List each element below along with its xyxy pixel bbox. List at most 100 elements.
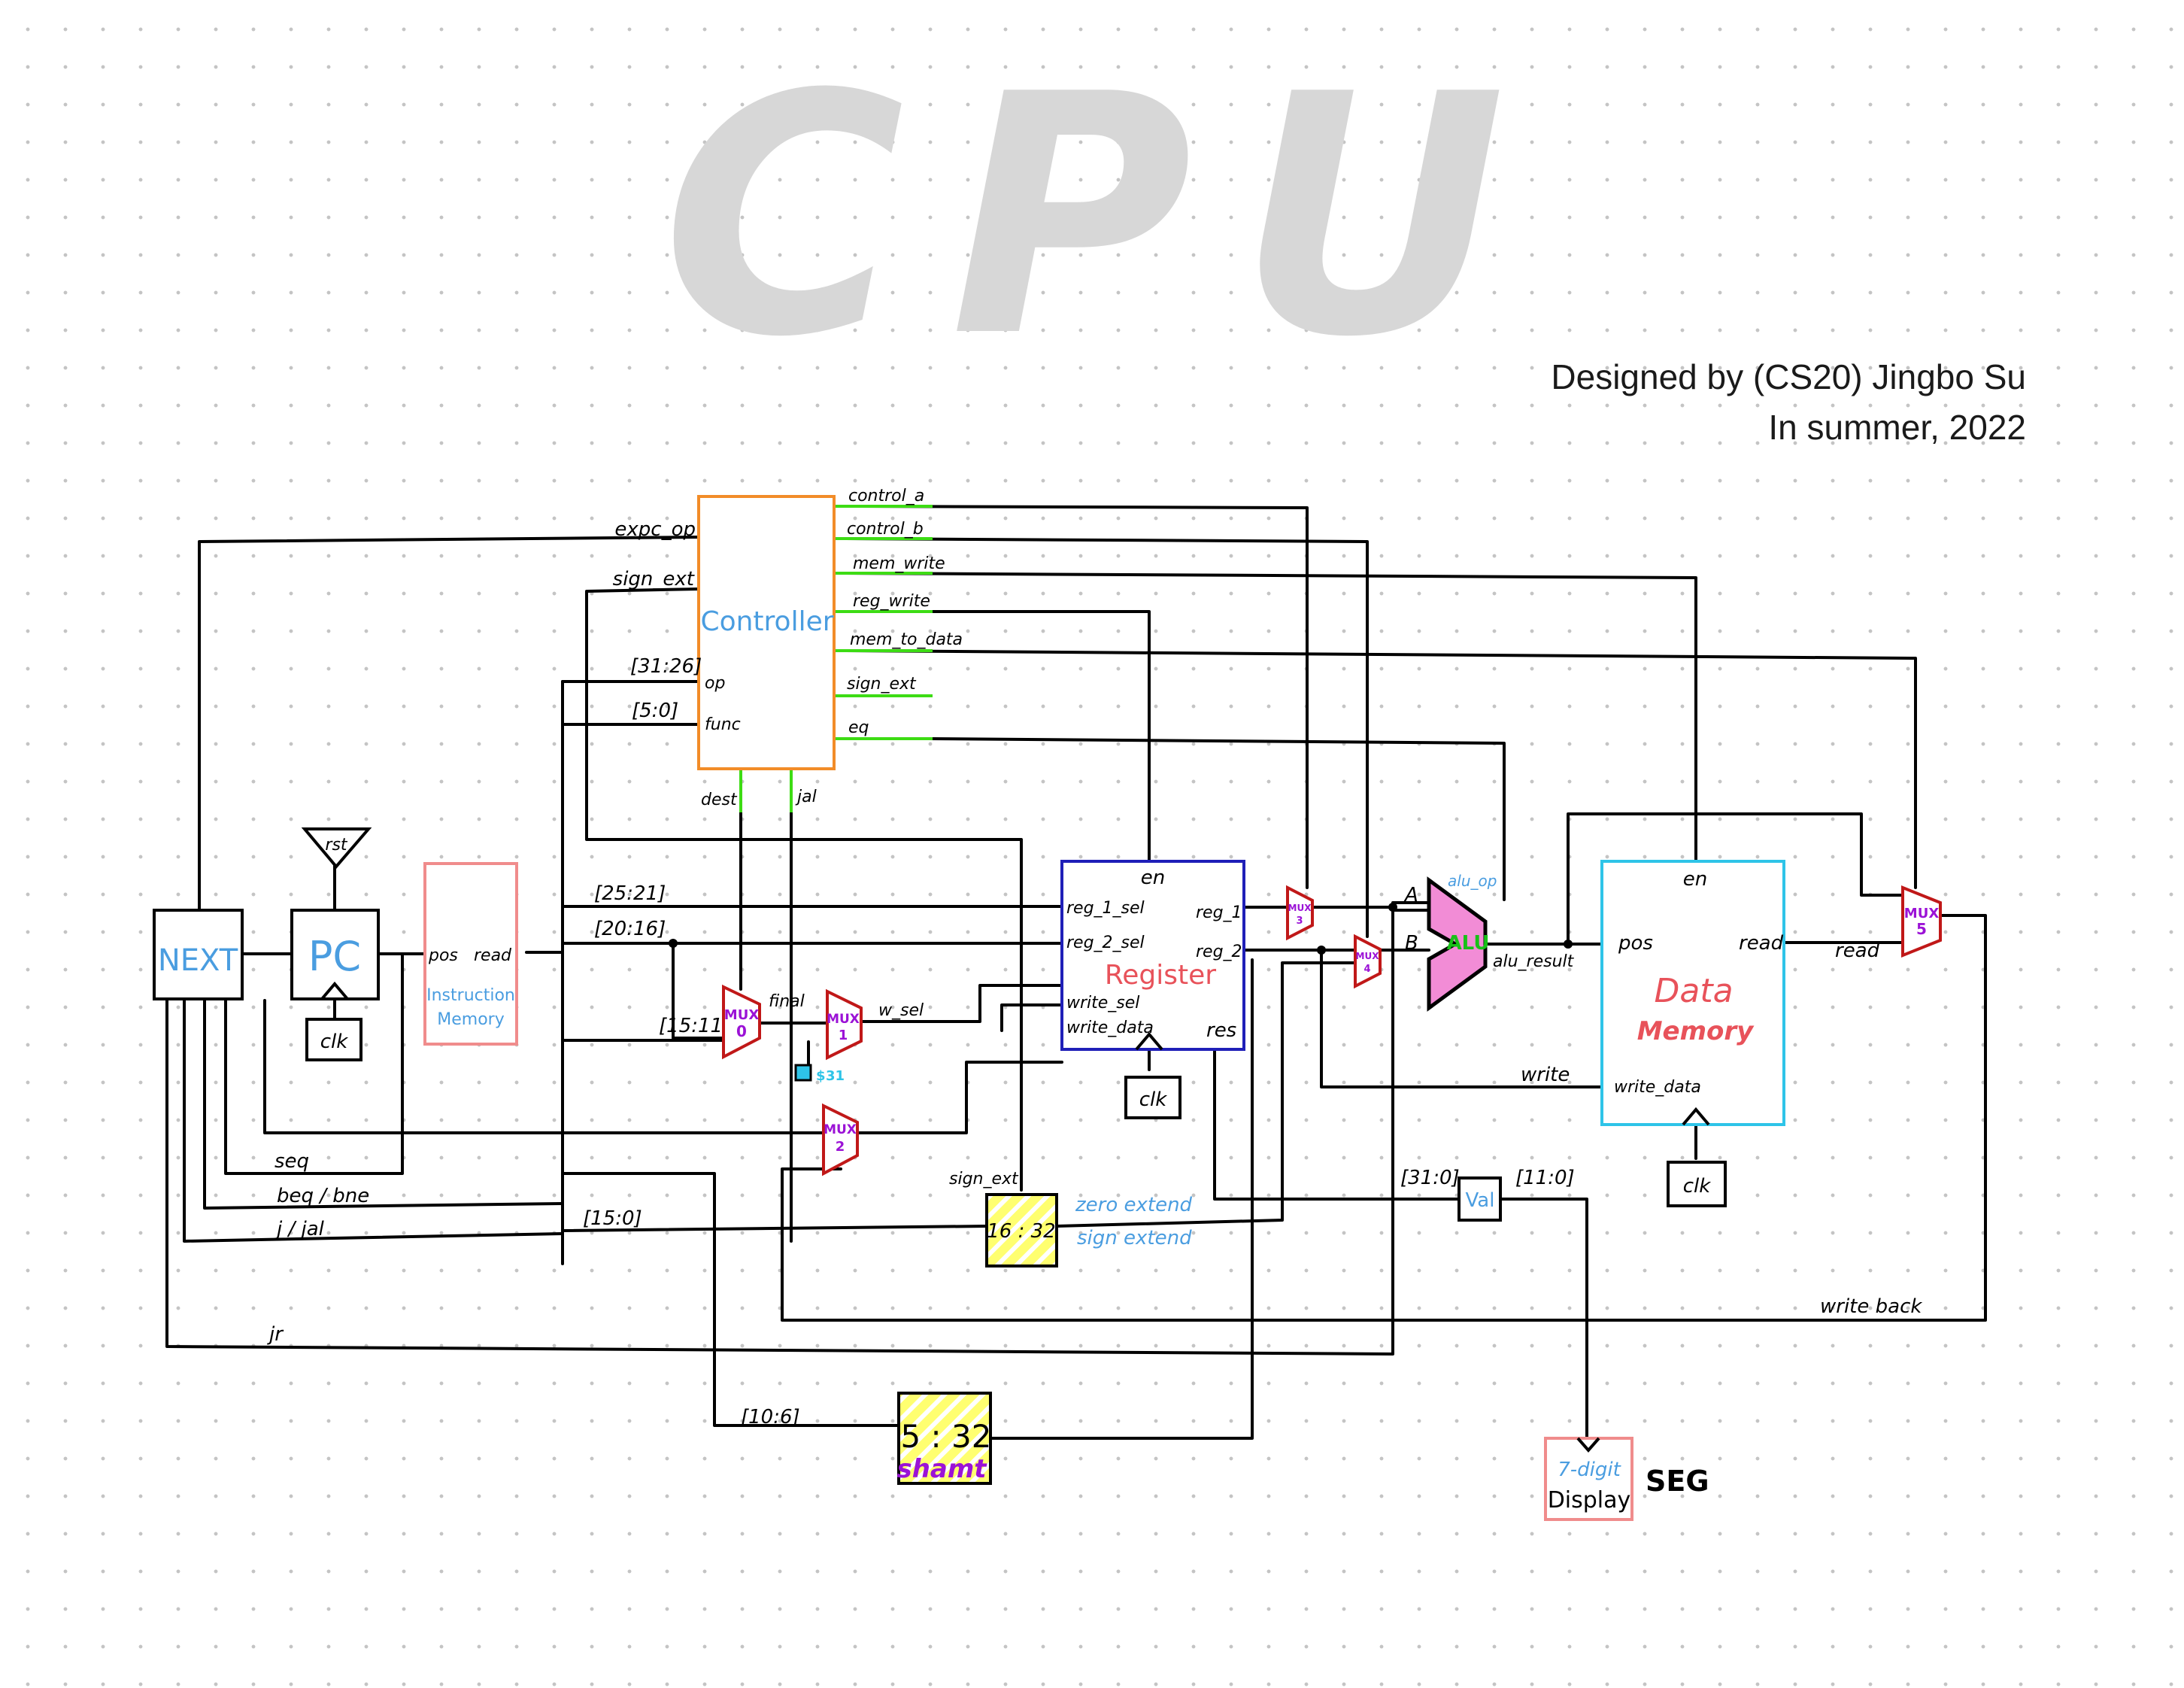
alu-a: A bbox=[1403, 884, 1418, 906]
pc-clock-edge-icon bbox=[320, 981, 349, 1000]
shamt-ratio: 5 : 32 bbox=[900, 1418, 991, 1455]
display-unit: 7-digit Display SEG bbox=[1544, 1437, 1709, 1521]
wire-w-sel bbox=[860, 984, 1063, 1023]
mux-2: MUX 2 bbox=[822, 1103, 859, 1176]
alu-op: alu_op bbox=[1448, 872, 1497, 890]
register-write-sel: write_sel bbox=[1066, 994, 1139, 1012]
label-control-b: control_b bbox=[847, 520, 924, 539]
controller-op: op bbox=[705, 674, 725, 693]
mux-4: MUX 4 bbox=[1354, 934, 1382, 989]
mux-1: MUX 1 bbox=[826, 988, 863, 1061]
wire-write-data-lead bbox=[1000, 1003, 1063, 1032]
register-file: en reg_1_sel reg_2_sel write_sel write_d… bbox=[1060, 860, 1245, 1119]
data-memory: en pos read write_data Data Memory clk bbox=[1600, 860, 1785, 1207]
register-write-data: write_data bbox=[1066, 1019, 1154, 1037]
svg-text:3: 3 bbox=[1296, 915, 1303, 927]
wire-ext-mux4 bbox=[1055, 961, 1357, 1228]
wire-jr bbox=[165, 909, 1394, 1356]
wire-mem-write bbox=[845, 572, 1697, 863]
label-sign-ext-out: sign_ext bbox=[847, 675, 917, 694]
dmem-clock-edge-icon bbox=[1682, 1107, 1710, 1126]
alu-b: B bbox=[1405, 932, 1418, 955]
svg-text:4: 4 bbox=[1363, 964, 1370, 975]
label-expc-op: expc_op bbox=[614, 518, 696, 541]
register-reg2-sel: reg_2_sel bbox=[1066, 934, 1145, 952]
label-final: final bbox=[769, 992, 805, 1011]
svg-text:MUX: MUX bbox=[1288, 903, 1312, 913]
label-write: write bbox=[1521, 1064, 1570, 1086]
imem-name-1: Instruction bbox=[426, 986, 515, 1005]
val-label: Val bbox=[1466, 1189, 1495, 1212]
bits-rd: [15:11] bbox=[659, 1015, 730, 1037]
label-read-out: read bbox=[1835, 940, 1880, 962]
label-eq: eq bbox=[848, 718, 869, 737]
imem-read: read bbox=[474, 946, 512, 965]
register-reg1-sel: reg_1_sel bbox=[1066, 899, 1145, 918]
bits-func: [5:0] bbox=[632, 700, 678, 722]
wire-expc-op bbox=[198, 536, 700, 912]
wire-beq-bne bbox=[203, 999, 564, 1210]
mux-3: MUX 3 bbox=[1286, 885, 1314, 941]
svg-text:MUX: MUX bbox=[827, 1012, 860, 1027]
bits-rt: [20:16] bbox=[594, 918, 666, 940]
wire-val-display bbox=[1499, 1198, 1588, 1440]
wire-mem-to-data bbox=[845, 649, 1917, 889]
svg-text:5: 5 bbox=[1916, 920, 1927, 938]
display-line2: Display bbox=[1548, 1487, 1631, 1513]
controller: Controller op func dest jal expc_op sign… bbox=[613, 495, 836, 809]
pc-label: PC bbox=[308, 933, 361, 980]
svg-text:31: 31 bbox=[826, 1068, 845, 1084]
dmem-name-2: Memory bbox=[1637, 1016, 1755, 1046]
wire-write bbox=[1320, 949, 1603, 1088]
register-reg1: reg_1 bbox=[1196, 903, 1242, 922]
wire-write-back bbox=[781, 914, 1987, 1322]
wire-labels: seq beq / bne j / jal jr write read writ… bbox=[267, 940, 1922, 1346]
dmem-pos: pos bbox=[1618, 932, 1653, 955]
extend-sign-ext-label: sign_ext bbox=[949, 1170, 1019, 1189]
label-j-jal: j / jal bbox=[275, 1218, 325, 1240]
label-beq-bne: beq / bne bbox=[277, 1185, 369, 1207]
label-control-a: control_a bbox=[848, 487, 924, 505]
next-label: NEXT bbox=[158, 943, 238, 978]
wire-j-jal bbox=[183, 999, 564, 1243]
controller-dest: dest bbox=[701, 791, 738, 809]
wire-alu-mux5 bbox=[1567, 812, 1904, 946]
label-w-sel: w_sel bbox=[878, 1001, 924, 1020]
wire-seq bbox=[224, 952, 404, 1175]
label-jr: jr bbox=[267, 1323, 284, 1346]
svg-text:0: 0 bbox=[736, 1022, 747, 1040]
extend-unit: 16 : 32 sign_ext zero extend sign extend bbox=[949, 1170, 1193, 1268]
svg-text:$: $ bbox=[816, 1068, 826, 1084]
wire-reg1 bbox=[1242, 906, 1439, 912]
wire-shamt-in bbox=[561, 1172, 900, 1427]
pc-rst: rst bbox=[325, 836, 348, 855]
label-sign-ext-in: sign_ext bbox=[613, 568, 695, 590]
val-unit: Val bbox=[1458, 1176, 1502, 1222]
pc-clk: clk bbox=[320, 1031, 349, 1053]
dmem-write-data: write_data bbox=[1614, 1078, 1701, 1097]
junctions bbox=[669, 903, 1573, 955]
wire-reg-write bbox=[845, 610, 1151, 863]
register-clock-edge-icon bbox=[1135, 1031, 1163, 1051]
alu: ALU alu_op alu_result A B bbox=[1403, 872, 1575, 1012]
imem-pos: pos bbox=[428, 946, 458, 965]
shamt-unit: 5 : 32 shamt bbox=[896, 1392, 992, 1485]
svg-text:MUX: MUX bbox=[1356, 951, 1380, 961]
wire-sign-ext bbox=[585, 587, 1023, 1192]
rst-triangle-icon bbox=[301, 827, 372, 870]
svg-text:MUX: MUX bbox=[824, 1122, 857, 1137]
wire-rt-mux0 bbox=[672, 942, 725, 1040]
label-write-back: write back bbox=[1820, 1295, 1922, 1318]
bit-field-labels: [31:26] [5:0] [25:21] [20:16] [15:11] [1… bbox=[583, 655, 1575, 1428]
register-res: res bbox=[1206, 1019, 1236, 1042]
shamt-name: shamt bbox=[896, 1454, 987, 1484]
controller-func: func bbox=[705, 715, 741, 734]
register-reg2: reg_2 bbox=[1196, 943, 1242, 961]
bits-val-lo: [11:0] bbox=[1515, 1167, 1575, 1189]
extend-zero: zero extend bbox=[1075, 1194, 1193, 1216]
dmem-read: read bbox=[1739, 932, 1784, 955]
bits-op: [31:26] bbox=[630, 655, 702, 678]
controller-name: Controller bbox=[700, 606, 833, 637]
imem-name-2: Memory bbox=[437, 1010, 504, 1029]
